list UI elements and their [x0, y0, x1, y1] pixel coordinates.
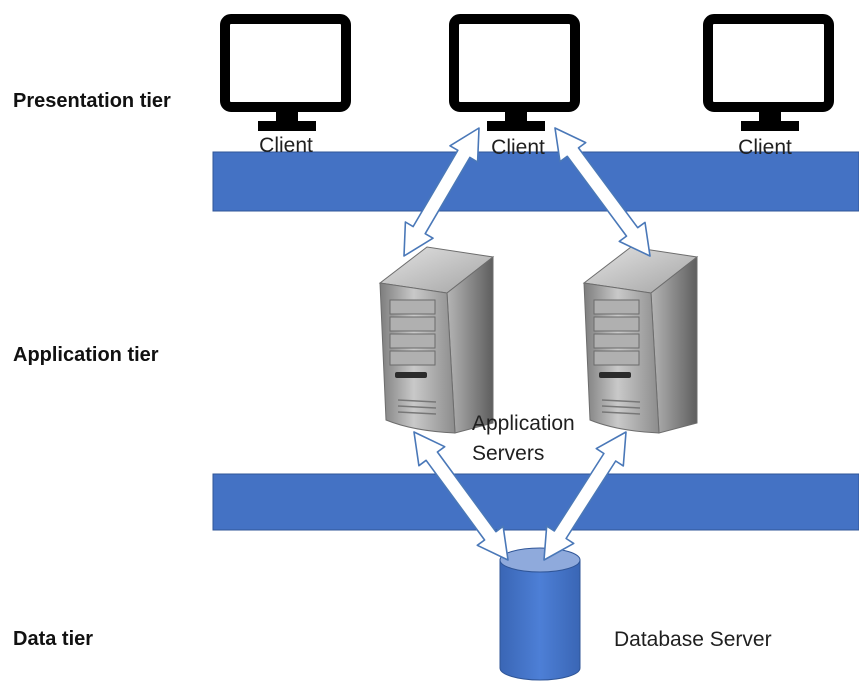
application-tier-label: Application tier: [13, 344, 159, 366]
application-servers-label-line2: Servers: [472, 442, 545, 465]
data-tier-label: Data tier: [13, 628, 94, 650]
application-server-icon: [378, 246, 495, 434]
application-servers-label-line1: Application: [472, 412, 575, 435]
client-label: Client: [259, 134, 313, 157]
presentation-tier-label: Presentation tier: [13, 90, 171, 112]
client-server-double-arrow-icon: [403, 127, 480, 257]
client-monitor-icon: [703, 14, 834, 131]
server-database-double-arrow-icon: [543, 431, 627, 561]
client-monitor-icon: [220, 14, 351, 131]
database-server-label: Database Server: [614, 628, 772, 651]
presentation-network-bar: [212, 151, 859, 212]
application-server-icon: [582, 246, 699, 434]
client-server-double-arrow-icon: [554, 127, 651, 257]
application-network-bar: [212, 473, 859, 531]
application-servers-label: Application Servers: [472, 409, 575, 469]
client-label: Client: [738, 136, 792, 159]
database-cylinder-icon: [499, 547, 581, 681]
server-database-double-arrow-icon: [413, 431, 509, 561]
client-label: Client: [491, 136, 545, 159]
client-monitor-icon: [449, 14, 580, 131]
